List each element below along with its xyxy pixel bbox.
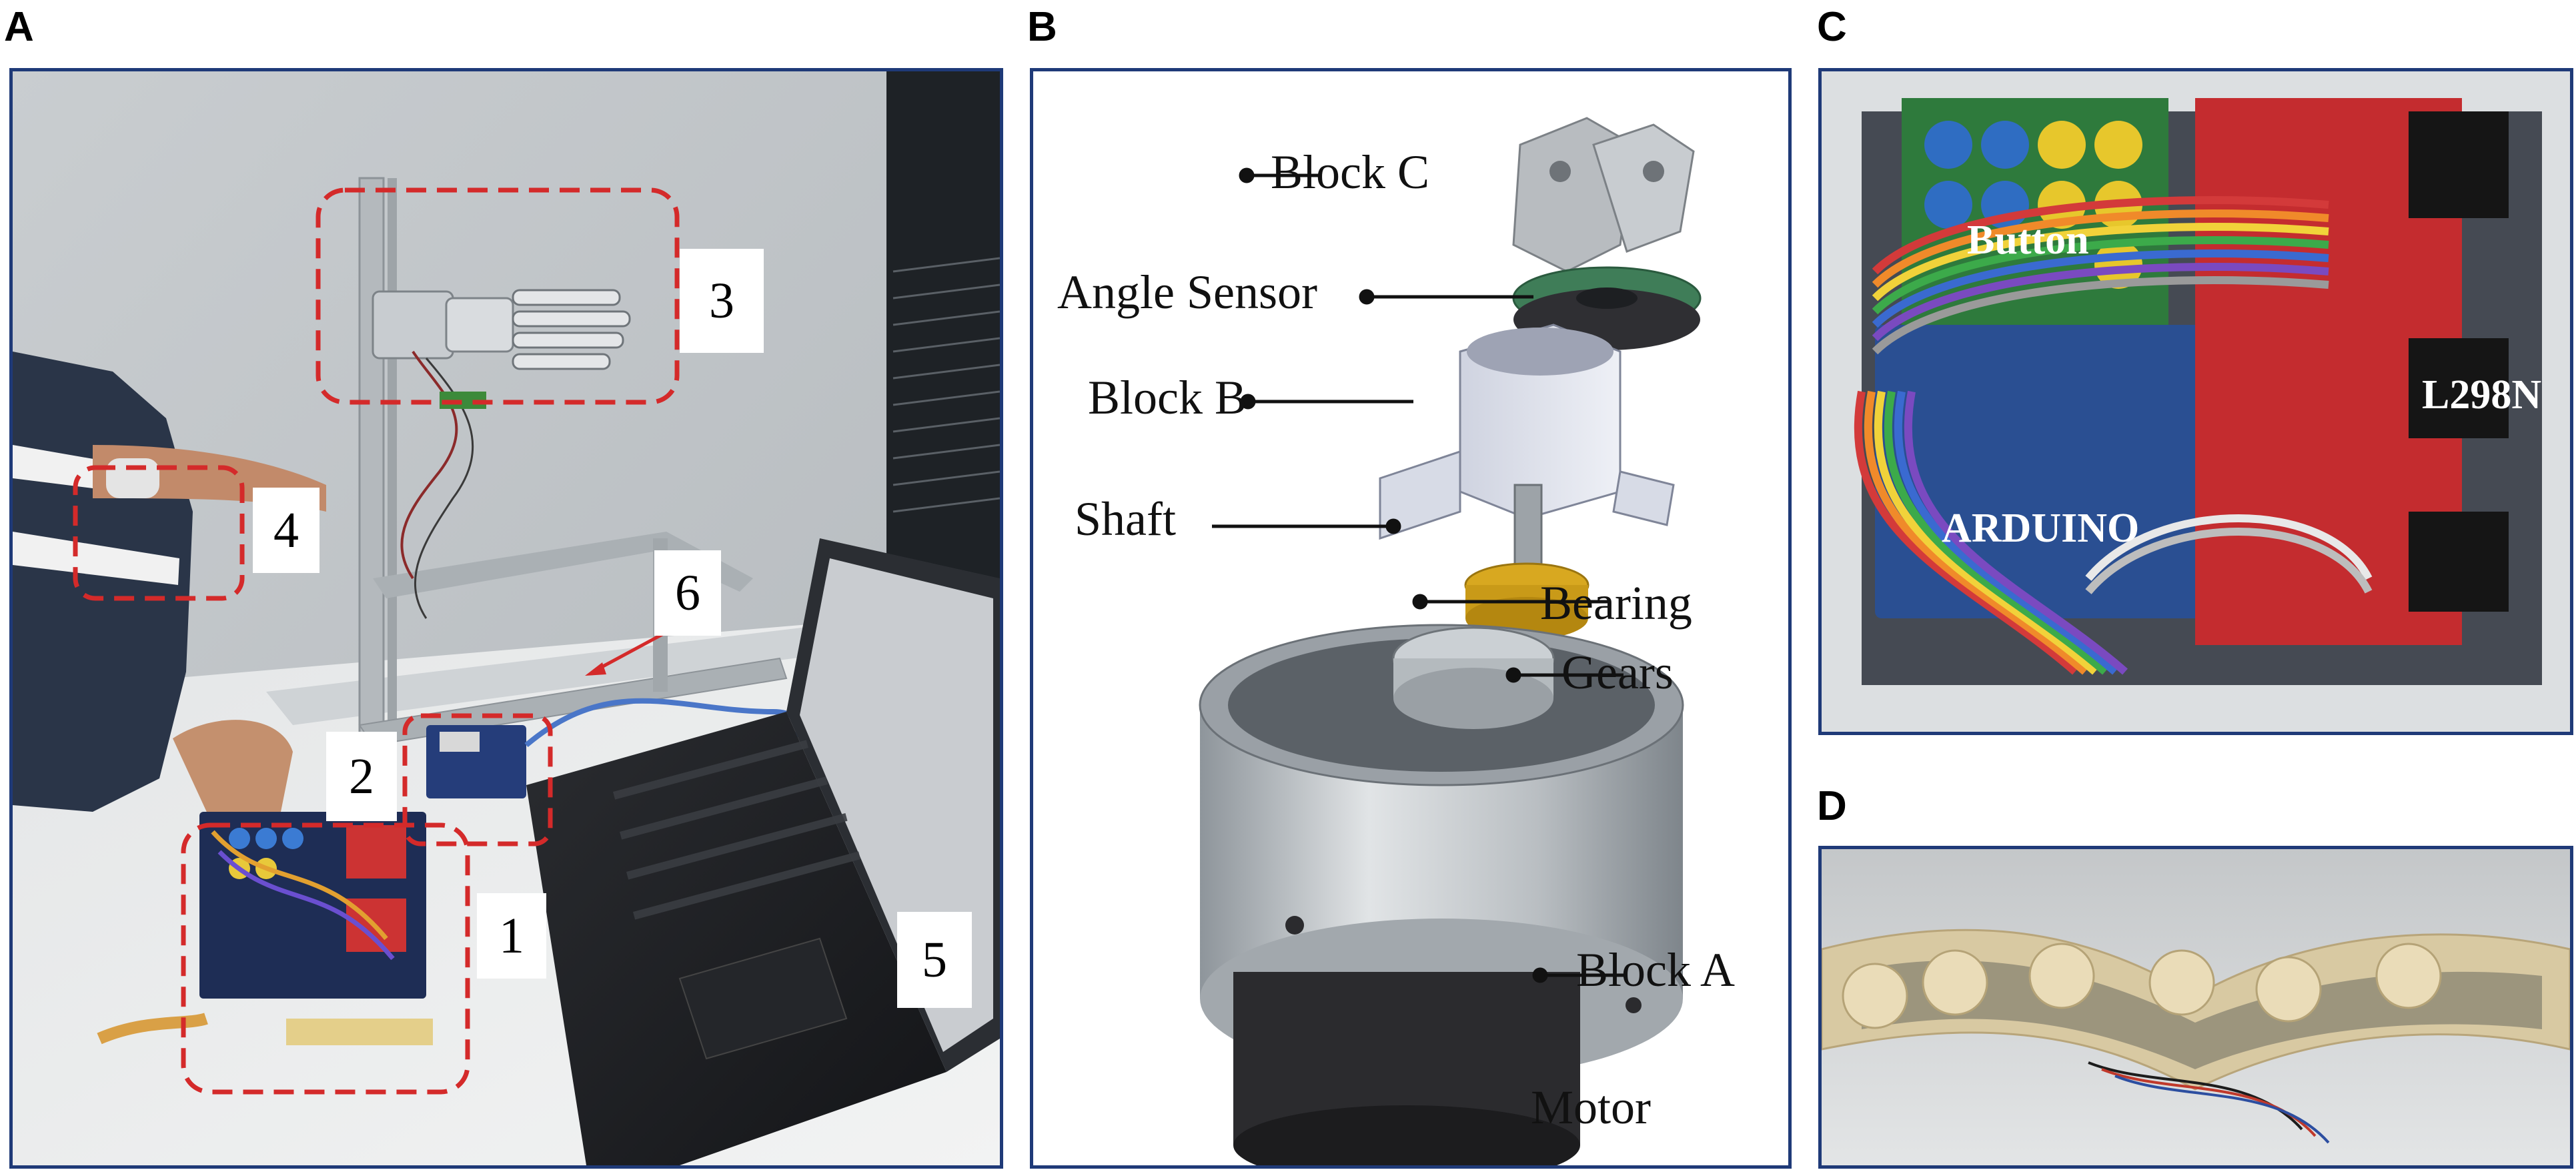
label-block-c: Block C (1271, 145, 1430, 199)
panel-b-exploded-view: Block C Angle Sensor Block B Shaft Beari… (1030, 68, 1792, 1169)
marker-5: 5 (897, 912, 972, 1008)
panel-c-letter: C (1817, 4, 1847, 50)
lab-setup-photo (13, 71, 1000, 1165)
arduino-board (1875, 325, 2248, 618)
marker-1: 1 (477, 893, 546, 979)
marker-4: 4 (253, 488, 319, 573)
marker-6: 6 (654, 550, 721, 636)
label-arduino: ARDUINO (1942, 506, 2140, 551)
dashed-box-2 (402, 713, 553, 846)
label-bearing: Bearing (1540, 576, 1692, 630)
label-block-a: Block A (1576, 943, 1736, 997)
label-button: Button (1967, 217, 2089, 263)
panel-c-photo: Button L298N ARDUINO (1818, 68, 2573, 735)
label-motor: Motor (1531, 1081, 1651, 1134)
panel-a-letter: A (4, 4, 34, 50)
label-l298n: L298N (2422, 372, 2542, 418)
panel-b-letter: B (1027, 4, 1057, 50)
panel-a-photo: 3 4 6 2 1 5 (9, 68, 1003, 1169)
marker-3: 3 (680, 249, 764, 353)
actuator-exploded-diagram (1199, 117, 1702, 1165)
panel-d-photo (1818, 846, 2573, 1169)
label-angle-sensor: Angle Sensor (1057, 265, 1317, 319)
dashed-box-1 (181, 822, 470, 1095)
label-shaft: Shaft (1075, 492, 1176, 546)
sensor-strip-photo (1822, 849, 2570, 1165)
control-board-photo (1822, 71, 2570, 732)
panel-d-letter: D (1817, 783, 1847, 829)
label-gears: Gears (1561, 646, 1674, 699)
dashed-box-4 (73, 465, 245, 601)
marker-2: 2 (326, 732, 397, 821)
label-block-b: Block B (1088, 371, 1247, 424)
